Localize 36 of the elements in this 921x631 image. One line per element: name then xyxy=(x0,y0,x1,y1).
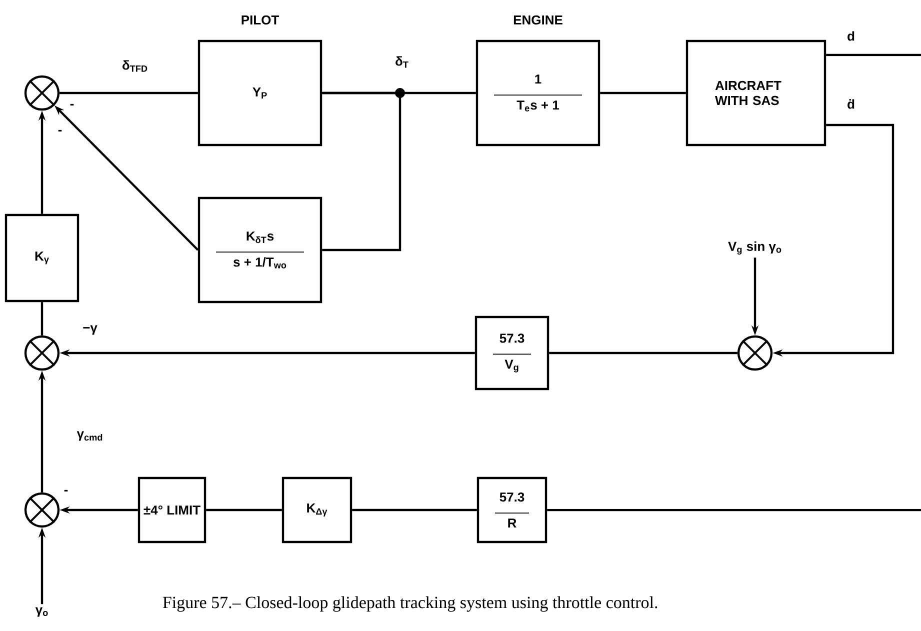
signal-line xyxy=(60,92,198,94)
summing-junction xyxy=(24,335,60,371)
gain-block: 57.3 V$_{g}$ xyxy=(474,316,550,390)
transfer-block: ENGINE 1 T$_{e}$s + 1 xyxy=(476,15,600,146)
sign-label: - xyxy=(64,490,68,492)
edge-label: ḋ xyxy=(848,99,854,109)
edge-label: δ$_{TFD}$ xyxy=(122,60,148,72)
edge-label: δ$_{T}$ xyxy=(396,56,408,68)
edge-label: d xyxy=(848,31,854,41)
gain-block: K$_{γ}$ xyxy=(4,214,80,302)
process-box: AIRCRAFT WITH SAS xyxy=(686,40,826,146)
sign-label: - xyxy=(70,104,74,106)
transfer-block: K$_{δT}$s s + 1/T$_{wo}$ xyxy=(198,196,322,304)
signal-line xyxy=(826,54,921,56)
signal-line xyxy=(322,92,402,252)
gain-block: 57.3 R xyxy=(476,476,548,544)
gain-block: K$_{Δγ}$ xyxy=(282,476,352,544)
edge-label: −γ xyxy=(83,325,98,335)
input-label: V$_{g}$ sin γ$_{o}$ xyxy=(728,241,782,255)
signal-line xyxy=(40,302,44,336)
signal-line xyxy=(549,352,738,354)
summing-junction xyxy=(737,335,773,371)
summing-junction xyxy=(24,75,60,111)
caption: Figure 57.– Closed-loop glidepath tracking system using throttle control. xyxy=(162,596,658,612)
signal-line xyxy=(600,92,686,94)
signal-line xyxy=(547,508,921,512)
signal-line xyxy=(206,508,282,512)
sign-label: - xyxy=(58,130,62,132)
summing-junction xyxy=(24,492,60,528)
input-label: γ$_{o}$ xyxy=(35,607,48,617)
node-label: ENGINE xyxy=(514,15,562,25)
edge-label: γ$_{cmd}$ xyxy=(76,431,102,441)
node-label: PILOT xyxy=(242,15,280,25)
limiter-block: ±4° LIMIT xyxy=(138,476,206,544)
signal-line xyxy=(352,508,477,512)
transfer-block: PILOT Y$_{P}$ xyxy=(198,15,322,146)
